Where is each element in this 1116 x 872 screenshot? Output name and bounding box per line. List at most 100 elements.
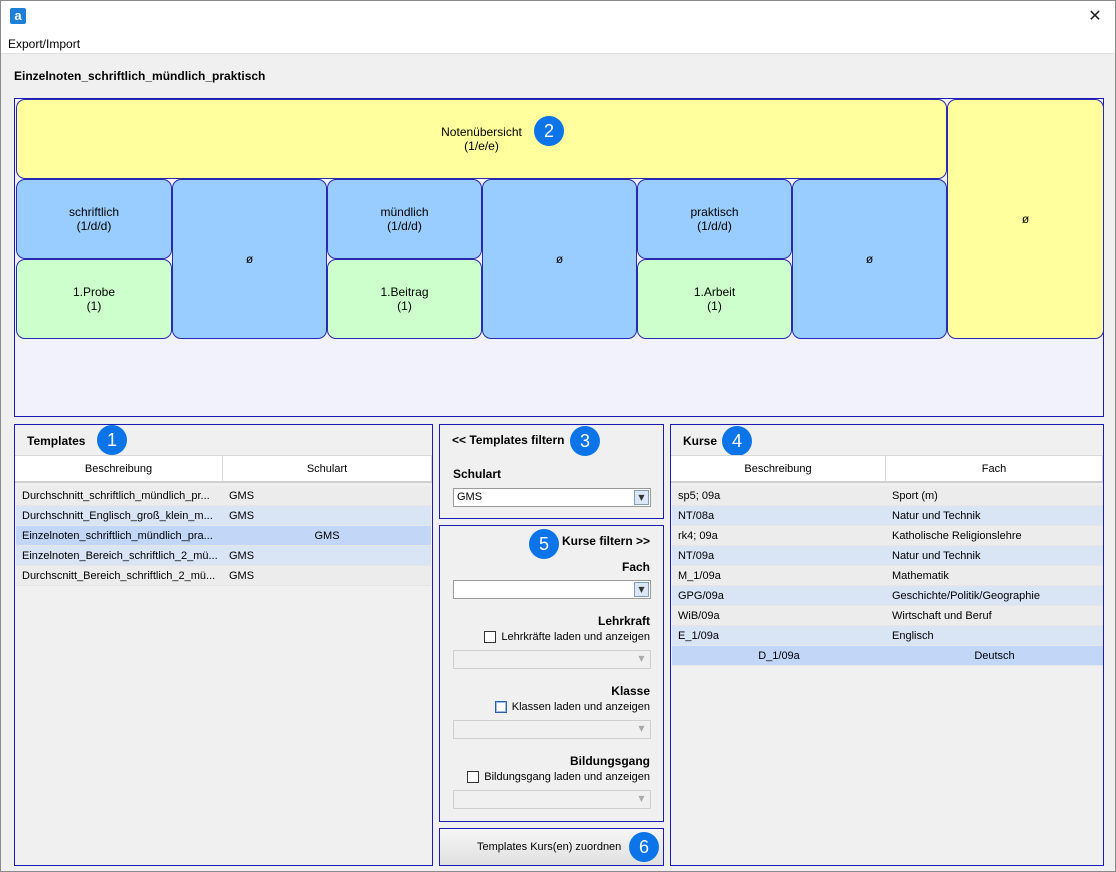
item-sub: (1) bbox=[86, 299, 102, 313]
bildungsgang-checkbox[interactable] bbox=[467, 771, 480, 783]
templates-filter-panel: << Templates filtern 3 Schulart GMS ▼ bbox=[439, 424, 664, 519]
klasse-select[interactable]: ▼ bbox=[453, 720, 651, 739]
item-title: 1.Beitrag bbox=[380, 285, 429, 299]
column-header-schulart[interactable]: Schulart bbox=[223, 456, 432, 482]
step-badge-5: 5 bbox=[529, 529, 559, 559]
table-row-selected[interactable]: Einzelnoten_schriftlich_mündlich_pra... … bbox=[16, 526, 431, 546]
category-sub: (1/d/d) bbox=[387, 219, 422, 233]
close-button[interactable]: ✕ bbox=[1088, 6, 1102, 25]
menu-export-import[interactable]: Export/Import bbox=[8, 37, 81, 51]
item-node-probe[interactable]: 1.Probe (1) bbox=[16, 259, 172, 339]
lehrkraft-checkbox[interactable] bbox=[484, 631, 497, 643]
klasse-checkbox-row[interactable]: Klassen laden und anzeigen bbox=[494, 701, 650, 713]
table-row[interactable]: Einzelnoten_Bereich_schriftlich_2_mü... … bbox=[16, 546, 431, 566]
lehrkraft-select[interactable]: ▼ bbox=[453, 650, 651, 669]
kurse-table-header: Beschreibung Fach bbox=[671, 455, 1103, 483]
category-node-praktisch[interactable]: praktisch (1/d/d) bbox=[637, 179, 792, 259]
overview-average-symbol: ø bbox=[1021, 212, 1030, 226]
title-bar: a ✕ bbox=[1, 1, 1115, 32]
column-header-fach[interactable]: Fach bbox=[886, 456, 1103, 482]
lehrkraft-checkbox-label: Lehrkräfte laden und anzeigen bbox=[501, 631, 650, 643]
average-node-muendlich[interactable]: ø bbox=[482, 179, 637, 339]
kurse-table: Beschreibung Fach sp5; 09a Sport (m) NT/… bbox=[671, 455, 1103, 666]
kurse-panel-title: Kurse bbox=[683, 434, 718, 448]
kurse-panel: Kurse 4 Beschreibung Fach sp5; 09a Sport… bbox=[670, 424, 1104, 866]
bildungsgang-select[interactable]: ▼ bbox=[453, 790, 651, 809]
average-node-praktisch[interactable]: ø bbox=[792, 179, 947, 339]
fach-label: Fach bbox=[621, 560, 650, 574]
table-row[interactable]: NT/09a Natur und Technik bbox=[672, 546, 1103, 566]
category-sub: (1/d/d) bbox=[697, 219, 732, 233]
overview-sub: (1/e/e) bbox=[464, 139, 499, 153]
kurse-filter-panel: 5 Kurse filtern >> Fach ▼ Lehrkraft Lehr… bbox=[439, 525, 664, 822]
category-title: mündlich bbox=[380, 205, 429, 219]
schulart-select-value: GMS bbox=[457, 491, 483, 503]
table-row[interactable]: M_1/09a Mathematik bbox=[672, 566, 1103, 586]
table-row[interactable]: Durchschnitt_schriftlich_mündlich_pr... … bbox=[16, 486, 431, 506]
grade-structure-grid: Notenübersicht (1/e/e) ø schriftlich (1/… bbox=[14, 98, 1104, 417]
templates-table-header: Beschreibung Schulart bbox=[15, 455, 432, 483]
bildungsgang-label: Bildungsgang bbox=[570, 754, 650, 768]
chevron-down-icon: ▼ bbox=[638, 654, 645, 663]
templates-filter-title[interactable]: << Templates filtern bbox=[452, 433, 565, 447]
table-row[interactable]: WiB/09a Wirtschaft und Beruf bbox=[672, 606, 1103, 626]
template-name-heading: Einzelnoten_schriftlich_mündlich_praktis… bbox=[14, 69, 266, 83]
step-badge-4: 4 bbox=[722, 426, 752, 456]
table-row[interactable]: rk4; 09a Katholische Religionslehre bbox=[672, 526, 1103, 546]
step-badge-1: 1 bbox=[97, 425, 127, 455]
table-row-selected[interactable]: D_1/09a Deutsch bbox=[672, 646, 1103, 666]
klasse-checkbox-label: Klassen laden und anzeigen bbox=[511, 701, 650, 713]
templates-panel-title: Templates bbox=[27, 434, 86, 448]
average-symbol: ø bbox=[245, 252, 254, 266]
bildungsgang-checkbox-label: Bildungsgang laden und anzeigen bbox=[484, 771, 650, 783]
item-title: 1.Arbeit bbox=[693, 285, 736, 299]
assign-templates-label: Templates Kurs(en) zuordnen bbox=[477, 841, 622, 853]
table-row[interactable]: Durchschnitt_Englisch_groß_klein_m... GM… bbox=[16, 506, 431, 526]
bildungsgang-checkbox-row[interactable]: Bildungsgang laden und anzeigen bbox=[467, 771, 650, 783]
item-sub: (1) bbox=[397, 299, 412, 313]
app-logo-icon: a bbox=[10, 8, 26, 24]
step-badge-2: 2 bbox=[534, 116, 564, 146]
table-row[interactable]: sp5; 09a Sport (m) bbox=[672, 486, 1103, 506]
category-title: praktisch bbox=[690, 205, 739, 219]
table-row[interactable]: GPG/09a Geschichte/Politik/Geographie bbox=[672, 586, 1103, 606]
category-node-schriftlich[interactable]: schriftlich (1/d/d) bbox=[16, 179, 172, 259]
table-row[interactable]: E_1/09a Englisch bbox=[672, 626, 1103, 646]
klasse-checkbox[interactable] bbox=[494, 701, 507, 713]
category-title: schriftlich bbox=[68, 205, 119, 219]
column-header-beschreibung[interactable]: Beschreibung bbox=[15, 456, 223, 482]
item-title: 1.Probe bbox=[72, 285, 116, 299]
table-row[interactable]: Durchscnitt_Bereich_schriftlich_2_mü... … bbox=[16, 566, 431, 586]
step-badge-3: 3 bbox=[570, 426, 600, 456]
kurse-filter-title[interactable]: Kurse filtern >> bbox=[561, 534, 650, 548]
chevron-down-icon: ▼ bbox=[638, 724, 645, 733]
schulart-label: Schulart bbox=[453, 467, 502, 481]
chevron-down-icon: ▼ bbox=[634, 490, 649, 505]
overview-title: Notenübersicht bbox=[441, 125, 522, 139]
klasse-label: Klasse bbox=[611, 684, 650, 698]
column-header-beschreibung[interactable]: Beschreibung bbox=[671, 456, 886, 482]
overview-average-node[interactable]: ø bbox=[947, 99, 1104, 339]
category-sub: (1/d/d) bbox=[76, 219, 112, 233]
chevron-down-icon: ▼ bbox=[634, 582, 649, 597]
lehrkraft-label: Lehrkraft bbox=[597, 614, 650, 628]
chevron-down-icon: ▼ bbox=[638, 794, 645, 803]
item-node-beitrag[interactable]: 1.Beitrag (1) bbox=[327, 259, 482, 339]
menu-bar: Export/Import bbox=[1, 32, 1115, 54]
overview-node[interactable]: Notenübersicht (1/e/e) bbox=[16, 99, 947, 179]
step-badge-6: 6 bbox=[629, 832, 659, 862]
fach-select[interactable]: ▼ bbox=[453, 580, 651, 599]
category-node-muendlich[interactable]: mündlich (1/d/d) bbox=[327, 179, 482, 259]
average-symbol: ø bbox=[555, 252, 564, 266]
table-row[interactable]: NT/08a Natur und Technik bbox=[672, 506, 1103, 526]
templates-table: Beschreibung Schulart Durchschnitt_schri… bbox=[15, 455, 432, 586]
schulart-select[interactable]: GMS ▼ bbox=[453, 488, 651, 507]
average-node-schriftlich[interactable]: ø bbox=[172, 179, 327, 339]
templates-panel: Templates 1 Beschreibung Schulart Durchs… bbox=[14, 424, 433, 866]
average-symbol: ø bbox=[865, 252, 874, 266]
assign-templates-button[interactable]: Templates Kurs(en) zuordnen 6 bbox=[439, 828, 664, 866]
item-sub: (1) bbox=[707, 299, 722, 313]
lehrkraft-checkbox-row[interactable]: Lehrkräfte laden und anzeigen bbox=[484, 631, 650, 643]
item-node-arbeit[interactable]: 1.Arbeit (1) bbox=[637, 259, 792, 339]
